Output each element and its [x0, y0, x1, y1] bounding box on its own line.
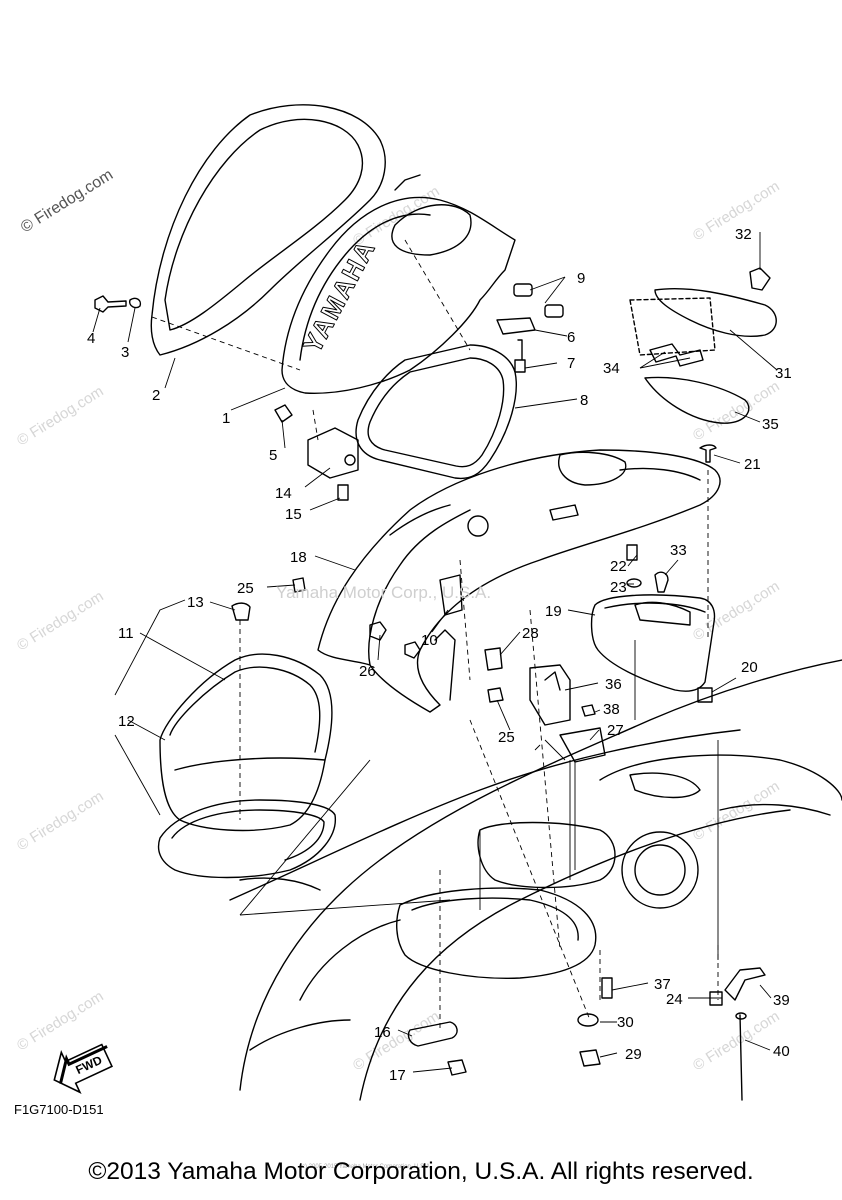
- part-17-nut: [447, 1059, 467, 1076]
- callout-36: 36: [605, 676, 622, 693]
- callout-27: 27: [607, 722, 624, 739]
- callout-16: 16: [374, 1024, 391, 1041]
- part-29-nut: [579, 1049, 601, 1067]
- part-1-hood: [281, 196, 516, 394]
- part-37-bolt: [601, 977, 613, 999]
- callout-13: 13: [187, 594, 204, 611]
- part-40-rod: [739, 1014, 743, 1101]
- leader-lines: [92, 232, 778, 1073]
- part-14-hinge: [307, 427, 359, 479]
- hull-body: [239, 659, 842, 1091]
- part-26-screw: [369, 621, 387, 641]
- part-7-bolt: [514, 339, 526, 373]
- part-12-bin-gasket: [157, 799, 336, 879]
- assembly-solid-lines: [239, 640, 719, 960]
- callout-34: 34: [603, 360, 620, 377]
- callout-2: 2: [152, 387, 160, 404]
- part-34-latch: [649, 343, 704, 367]
- callout-12: 12: [118, 713, 135, 730]
- callout-25b: 25: [498, 729, 515, 746]
- part-35-pad: [644, 376, 750, 424]
- part-36-latch: [529, 664, 571, 726]
- tiny-copyright: (c) 2005-2015 Yamaha Motor Corporation, …: [300, 1164, 432, 1170]
- callout-31: 31: [775, 365, 792, 382]
- part-15-bolt: [337, 484, 349, 501]
- callout-21: 21: [744, 456, 761, 473]
- part-18-deck-body: [317, 449, 721, 713]
- callout-35: 35: [762, 416, 779, 433]
- callout-38: 38: [603, 701, 620, 718]
- yamaha-emblem-text: YAMAHA: [297, 234, 382, 357]
- part-39-bracket: [724, 967, 766, 1001]
- part-22-bolt: [626, 544, 638, 561]
- assembly-lines: [151, 239, 719, 1030]
- part-5-clip: [274, 404, 293, 423]
- callout-labels: 1 2 3 4 5 6 7 8 9 10 11 12 13 14 15 16 1…: [87, 226, 792, 1084]
- callout-9: 9: [577, 270, 585, 287]
- callout-7: 7: [567, 355, 575, 372]
- part-25-clip-a: [292, 577, 306, 593]
- part-8-gasket: [355, 344, 517, 480]
- callout-30: 30: [617, 1014, 634, 1031]
- callout-19: 19: [545, 603, 562, 620]
- callout-22: 22: [610, 558, 627, 575]
- part-3-grommet: [128, 297, 142, 309]
- callout-24: 24: [666, 991, 683, 1008]
- callout-29: 29: [625, 1046, 642, 1063]
- callout-3: 3: [121, 344, 129, 361]
- callout-14: 14: [275, 485, 292, 502]
- callout-32: 32: [735, 226, 752, 243]
- callout-6: 6: [567, 329, 575, 346]
- callout-39: 39: [773, 992, 790, 1009]
- part-31-rear-cover: [654, 287, 777, 337]
- callout-11: 11: [118, 625, 134, 642]
- callout-23: 23: [610, 579, 627, 596]
- part-20-bolt: [697, 687, 713, 703]
- part-28-clip: [484, 647, 503, 671]
- center-watermark: Yamaha Motor Corp., U.S.A.: [276, 583, 492, 602]
- callout-20: 20: [741, 659, 758, 676]
- part-23-washer: [626, 578, 642, 588]
- part-2-windshield: [150, 104, 386, 356]
- callout-8: 8: [580, 392, 588, 409]
- part-10-pin: [439, 574, 463, 616]
- callout-1: 1: [222, 410, 230, 427]
- part-19-storage-box: [590, 594, 716, 692]
- callout-15: 15: [285, 506, 302, 523]
- fwd-arrow: FWD: [53, 1043, 113, 1094]
- diagram-code: F1G7100-D151: [14, 1102, 104, 1117]
- part-9-pad-b: [544, 304, 564, 318]
- part-16-bracket: [407, 1021, 458, 1047]
- callout-4: 4: [87, 330, 95, 347]
- callout-26: 26: [359, 663, 376, 680]
- part-33-knob: [654, 571, 669, 593]
- callout-18: 18: [290, 549, 307, 566]
- callout-40: 40: [773, 1043, 790, 1060]
- part-9-pad-a: [513, 283, 533, 297]
- callout-25a: 25: [237, 580, 254, 597]
- hull-port: [621, 831, 699, 909]
- callout-28: 28: [522, 625, 539, 642]
- callout-10: 10: [421, 632, 438, 649]
- callout-17: 17: [389, 1067, 406, 1084]
- part-4-screw: [94, 295, 127, 313]
- part-32-clip: [749, 267, 771, 291]
- part-25-clip-b: [487, 687, 504, 703]
- part-21-screw: [699, 444, 717, 463]
- part-6-bracket: [496, 317, 536, 335]
- part-24-bolt: [709, 991, 723, 1006]
- part-11-bin: [159, 653, 333, 832]
- copyright-footer: ©2013 Yamaha Motor Corporation, U.S.A. A…: [88, 1158, 754, 1185]
- callout-37: 37: [654, 976, 671, 993]
- part-38-nut: [581, 704, 596, 717]
- part-13-cap: [231, 602, 251, 621]
- callout-33: 33: [670, 542, 687, 559]
- callout-5: 5: [269, 447, 277, 464]
- part-27-bracket: [559, 727, 606, 763]
